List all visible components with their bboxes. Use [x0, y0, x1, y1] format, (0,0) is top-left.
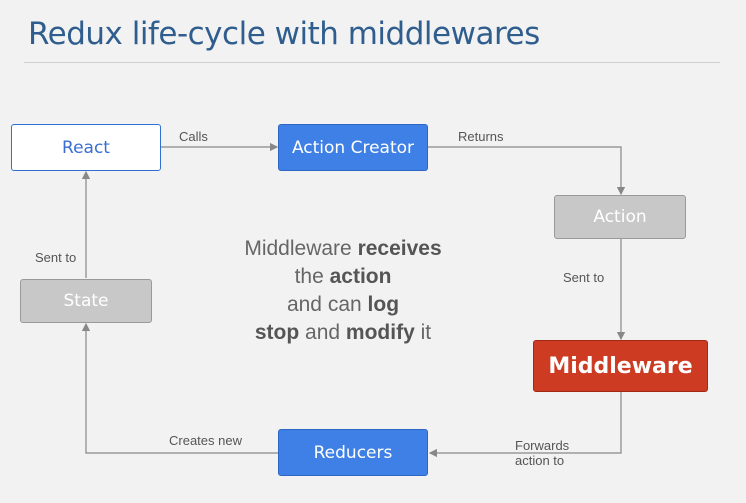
label-forwards-line1: Forwards: [515, 438, 570, 453]
action-box: Action: [554, 195, 686, 239]
label-returns: Returns: [458, 129, 504, 144]
label-forwards: Forwards action to: [515, 438, 569, 468]
react-box: React: [11, 124, 161, 171]
label-calls: Calls: [179, 129, 208, 144]
description-line-4: stop and modify it: [254, 321, 432, 344]
label-forwards-line2: action to: [515, 453, 565, 468]
arrow-middleware-to-reducers: [428, 392, 622, 458]
label-creates-new: Creates new: [169, 433, 242, 448]
middleware-box: Middleware: [533, 340, 708, 392]
label-sent-to-middleware: Sent to: [563, 270, 605, 285]
label-sent-to-react: Sent to: [35, 250, 77, 265]
description-line-2: the action: [294, 265, 392, 288]
slide-title: Redux life-cycle with middlewares: [28, 16, 540, 52]
reducers-box: Reducers: [278, 429, 428, 476]
arrow-reducers-to-state: [81, 322, 278, 454]
action-creator-box: Action Creator: [278, 124, 428, 171]
title-divider: [24, 62, 720, 63]
description-line-1: Middleware receives: [244, 237, 442, 260]
description-line-3: and can log: [286, 293, 400, 316]
state-box: State: [20, 279, 152, 323]
middleware-description: Middleware receives the action and can l…: [212, 235, 474, 347]
arrow-action-creator-to-action: [428, 146, 626, 196]
